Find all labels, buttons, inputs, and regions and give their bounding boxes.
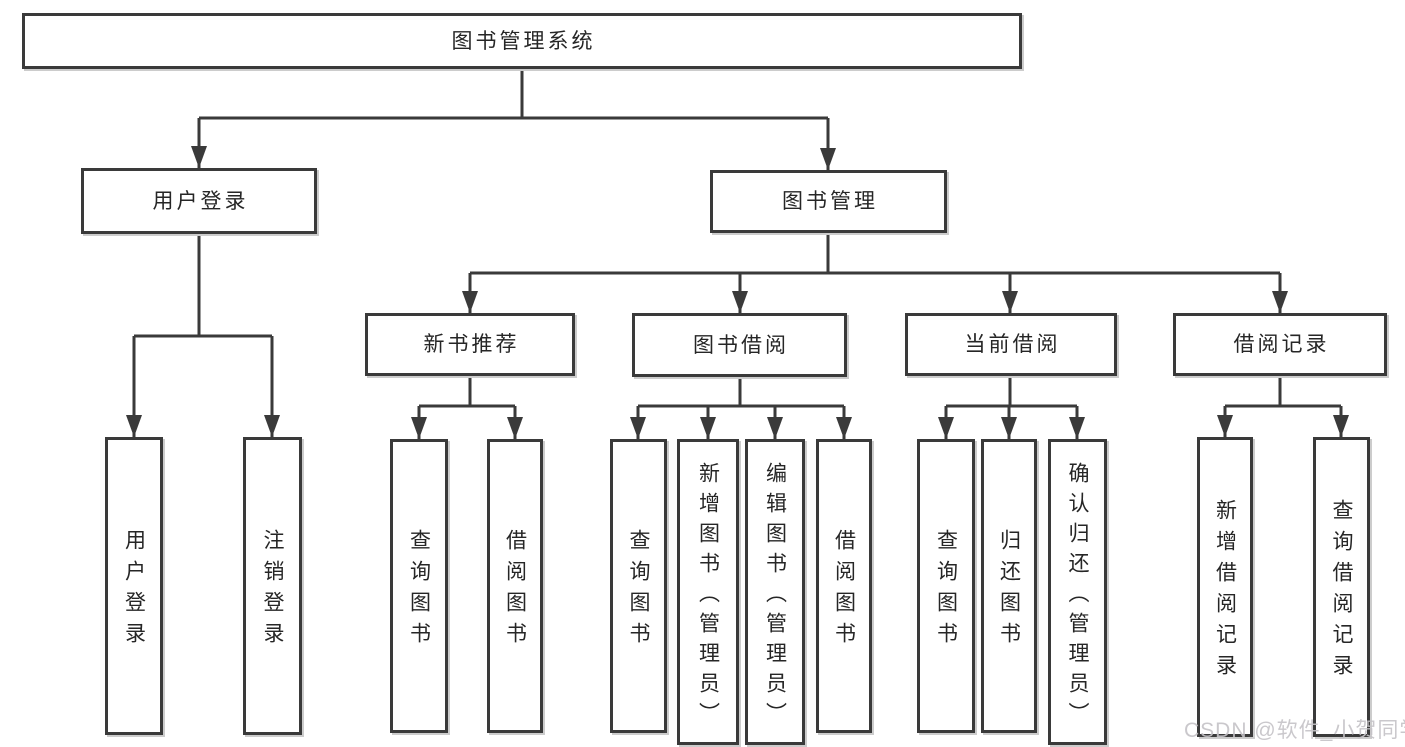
leaf-return-books: 归还图书	[981, 439, 1037, 733]
arrowhead-icon	[1001, 417, 1017, 439]
edge-root-to-level2	[197, 68, 830, 170]
leaf-query-books-1: 查询图书	[390, 439, 448, 733]
leaf-edit-books-admin: 编辑图书（管理员）	[745, 439, 805, 745]
node-book-borrow: 图书借阅	[632, 313, 847, 377]
arrowhead-icon	[1002, 291, 1018, 313]
leaf-borrow-books-2: 借阅图书	[816, 439, 872, 733]
arrowhead-icon	[938, 417, 954, 439]
edge-borrowrecord-to-leaves	[1223, 375, 1343, 437]
arrowhead-icon	[411, 417, 427, 439]
edge-newbookrec-to-leaves	[417, 376, 517, 439]
arrowhead-icon	[462, 291, 478, 313]
leaf-add-borrow-record: 新增借阅记录	[1197, 437, 1253, 737]
node-user-login: 用户登录	[81, 168, 317, 234]
arrowhead-icon	[700, 417, 716, 439]
node-new-book-rec: 新书推荐	[365, 313, 575, 376]
leaf-borrow-books-1: 借阅图书	[487, 439, 543, 733]
arrowhead-icon	[191, 146, 207, 168]
leaf-add-books-admin: 新增图书（管理员）	[677, 439, 739, 745]
arrowhead-icon	[507, 417, 523, 439]
node-root: 图书管理系统	[22, 13, 1022, 69]
arrowhead-icon	[1069, 417, 1085, 439]
arrowhead-icon	[767, 417, 783, 439]
edge-bookmgmt-to-level3	[468, 233, 1282, 313]
node-borrow-record: 借阅记录	[1173, 313, 1387, 376]
csdn-watermark: CSDN @软件_小贺同学	[1184, 719, 1405, 742]
arrowhead-icon	[1272, 291, 1288, 313]
arrowhead-icon	[820, 148, 836, 170]
arrowheads	[126, 146, 1349, 439]
arrowhead-icon	[1333, 415, 1349, 437]
edge-userlogin-to-leaves	[132, 233, 274, 437]
arrowhead-icon	[732, 291, 748, 313]
leaf-user-login: 用户登录	[105, 437, 163, 735]
node-book-mgmt: 图书管理	[710, 170, 947, 233]
arrowhead-icon	[126, 415, 142, 437]
leaf-query-borrow-record: 查询借阅记录	[1313, 437, 1370, 737]
edge-bookborrow-to-leaves	[636, 377, 846, 439]
arrowhead-icon	[836, 417, 852, 439]
leaf-query-books-2: 查询图书	[610, 439, 667, 733]
arrowhead-icon	[630, 417, 646, 439]
arrowhead-icon	[1217, 415, 1233, 437]
node-current-borrow: 当前借阅	[905, 313, 1117, 376]
leaf-logout: 注销登录	[243, 437, 302, 735]
arrowhead-icon	[264, 415, 280, 437]
leaf-query-books-3: 查询图书	[917, 439, 975, 733]
leaf-confirm-return-admin: 确认归还（管理员）	[1048, 439, 1107, 745]
